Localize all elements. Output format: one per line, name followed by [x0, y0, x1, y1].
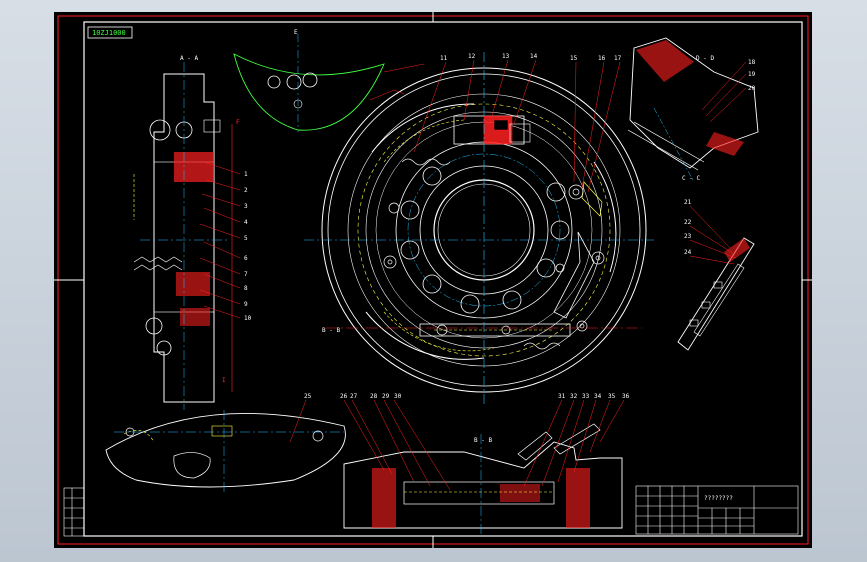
top-part-callouts: 11 12 13 14 15 16 17 [413, 53, 622, 193]
part-number-21: 21 [684, 199, 692, 206]
part-number-28: 28 [370, 393, 378, 400]
section-view-b[interactable]: B - B 25 26 27 28 [289, 393, 630, 536]
part-number-30: 30 [394, 393, 402, 400]
part-number-5: 5 [244, 235, 248, 242]
part-number-10: 10 [244, 315, 252, 322]
left-side-section-view[interactable]: A - A F I [133, 55, 240, 410]
part-number-36: 36 [622, 393, 630, 400]
part-number-33: 33 [582, 393, 590, 400]
part-number-24: 24 [684, 249, 692, 256]
part-number-25: 25 [304, 393, 312, 400]
part-number-3: 3 [244, 203, 248, 210]
part-number-22: 22 [684, 219, 692, 226]
drawing-number-box [87, 26, 133, 39]
title-block-title: ???????? [704, 495, 733, 502]
part-number-8: 8 [244, 285, 248, 292]
revision-block [63, 487, 85, 537]
part-number-31: 31 [558, 393, 566, 400]
part-number-9: 9 [244, 301, 248, 308]
part-number-23: 23 [684, 233, 692, 240]
section-mark-b-left: B - B [322, 327, 340, 334]
section-label-b: B - B [474, 437, 492, 444]
part-number-2: 2 [244, 187, 248, 194]
part-number-19: 19 [748, 71, 756, 78]
part-number-27: 27 [350, 393, 358, 400]
drawing-number-text: 10ZJ1000 [92, 29, 126, 37]
detail-view-d[interactable]: D - D C - C 18 19 20 [627, 37, 759, 183]
section-label-f: F [236, 119, 240, 126]
part-number-29: 29 [382, 393, 390, 400]
part-number-32: 32 [570, 393, 578, 400]
centering-marks [54, 12, 812, 548]
section-label-i: I [222, 377, 226, 384]
part-number-17: 17 [614, 55, 622, 62]
part-number-34: 34 [594, 393, 602, 400]
inner-frame [83, 21, 803, 537]
brake-assembly-drawing[interactable]: 10ZJ1000 [54, 12, 812, 548]
part-number-13: 13 [502, 53, 510, 60]
part-number-4: 4 [244, 219, 248, 226]
part-number-15: 15 [570, 55, 578, 62]
part-number-11: 11 [440, 55, 448, 62]
section-label-d: D - D [696, 55, 714, 62]
top-segment-view[interactable]: E [233, 29, 425, 132]
part-number-20: 20 [748, 85, 756, 92]
section-label-c: C - C [682, 175, 700, 182]
part-number-16: 16 [598, 55, 606, 62]
section-label-a: A - A [180, 55, 198, 62]
detail-view-lever[interactable]: 21 22 23 24 [677, 199, 755, 351]
part-number-12: 12 [468, 53, 476, 60]
part-number-7: 7 [244, 271, 248, 278]
part-number-35: 35 [608, 393, 616, 400]
part-number-6: 6 [244, 255, 248, 262]
left-part-callouts: 1 2 3 4 5 6 7 8 9 10 [199, 161, 252, 322]
part-number-14: 14 [530, 53, 538, 60]
section-label-e: E [294, 29, 298, 36]
outer-frame [57, 15, 809, 545]
title-block [635, 485, 799, 535]
part-number-1: 1 [244, 171, 248, 178]
main-front-view[interactable]: B - B [304, 52, 654, 404]
bottom-segment-view[interactable] [105, 410, 346, 494]
part-number-26: 26 [340, 393, 348, 400]
drawing-sheet[interactable]: 10ZJ1000 [54, 12, 812, 548]
part-number-18: 18 [748, 59, 756, 66]
